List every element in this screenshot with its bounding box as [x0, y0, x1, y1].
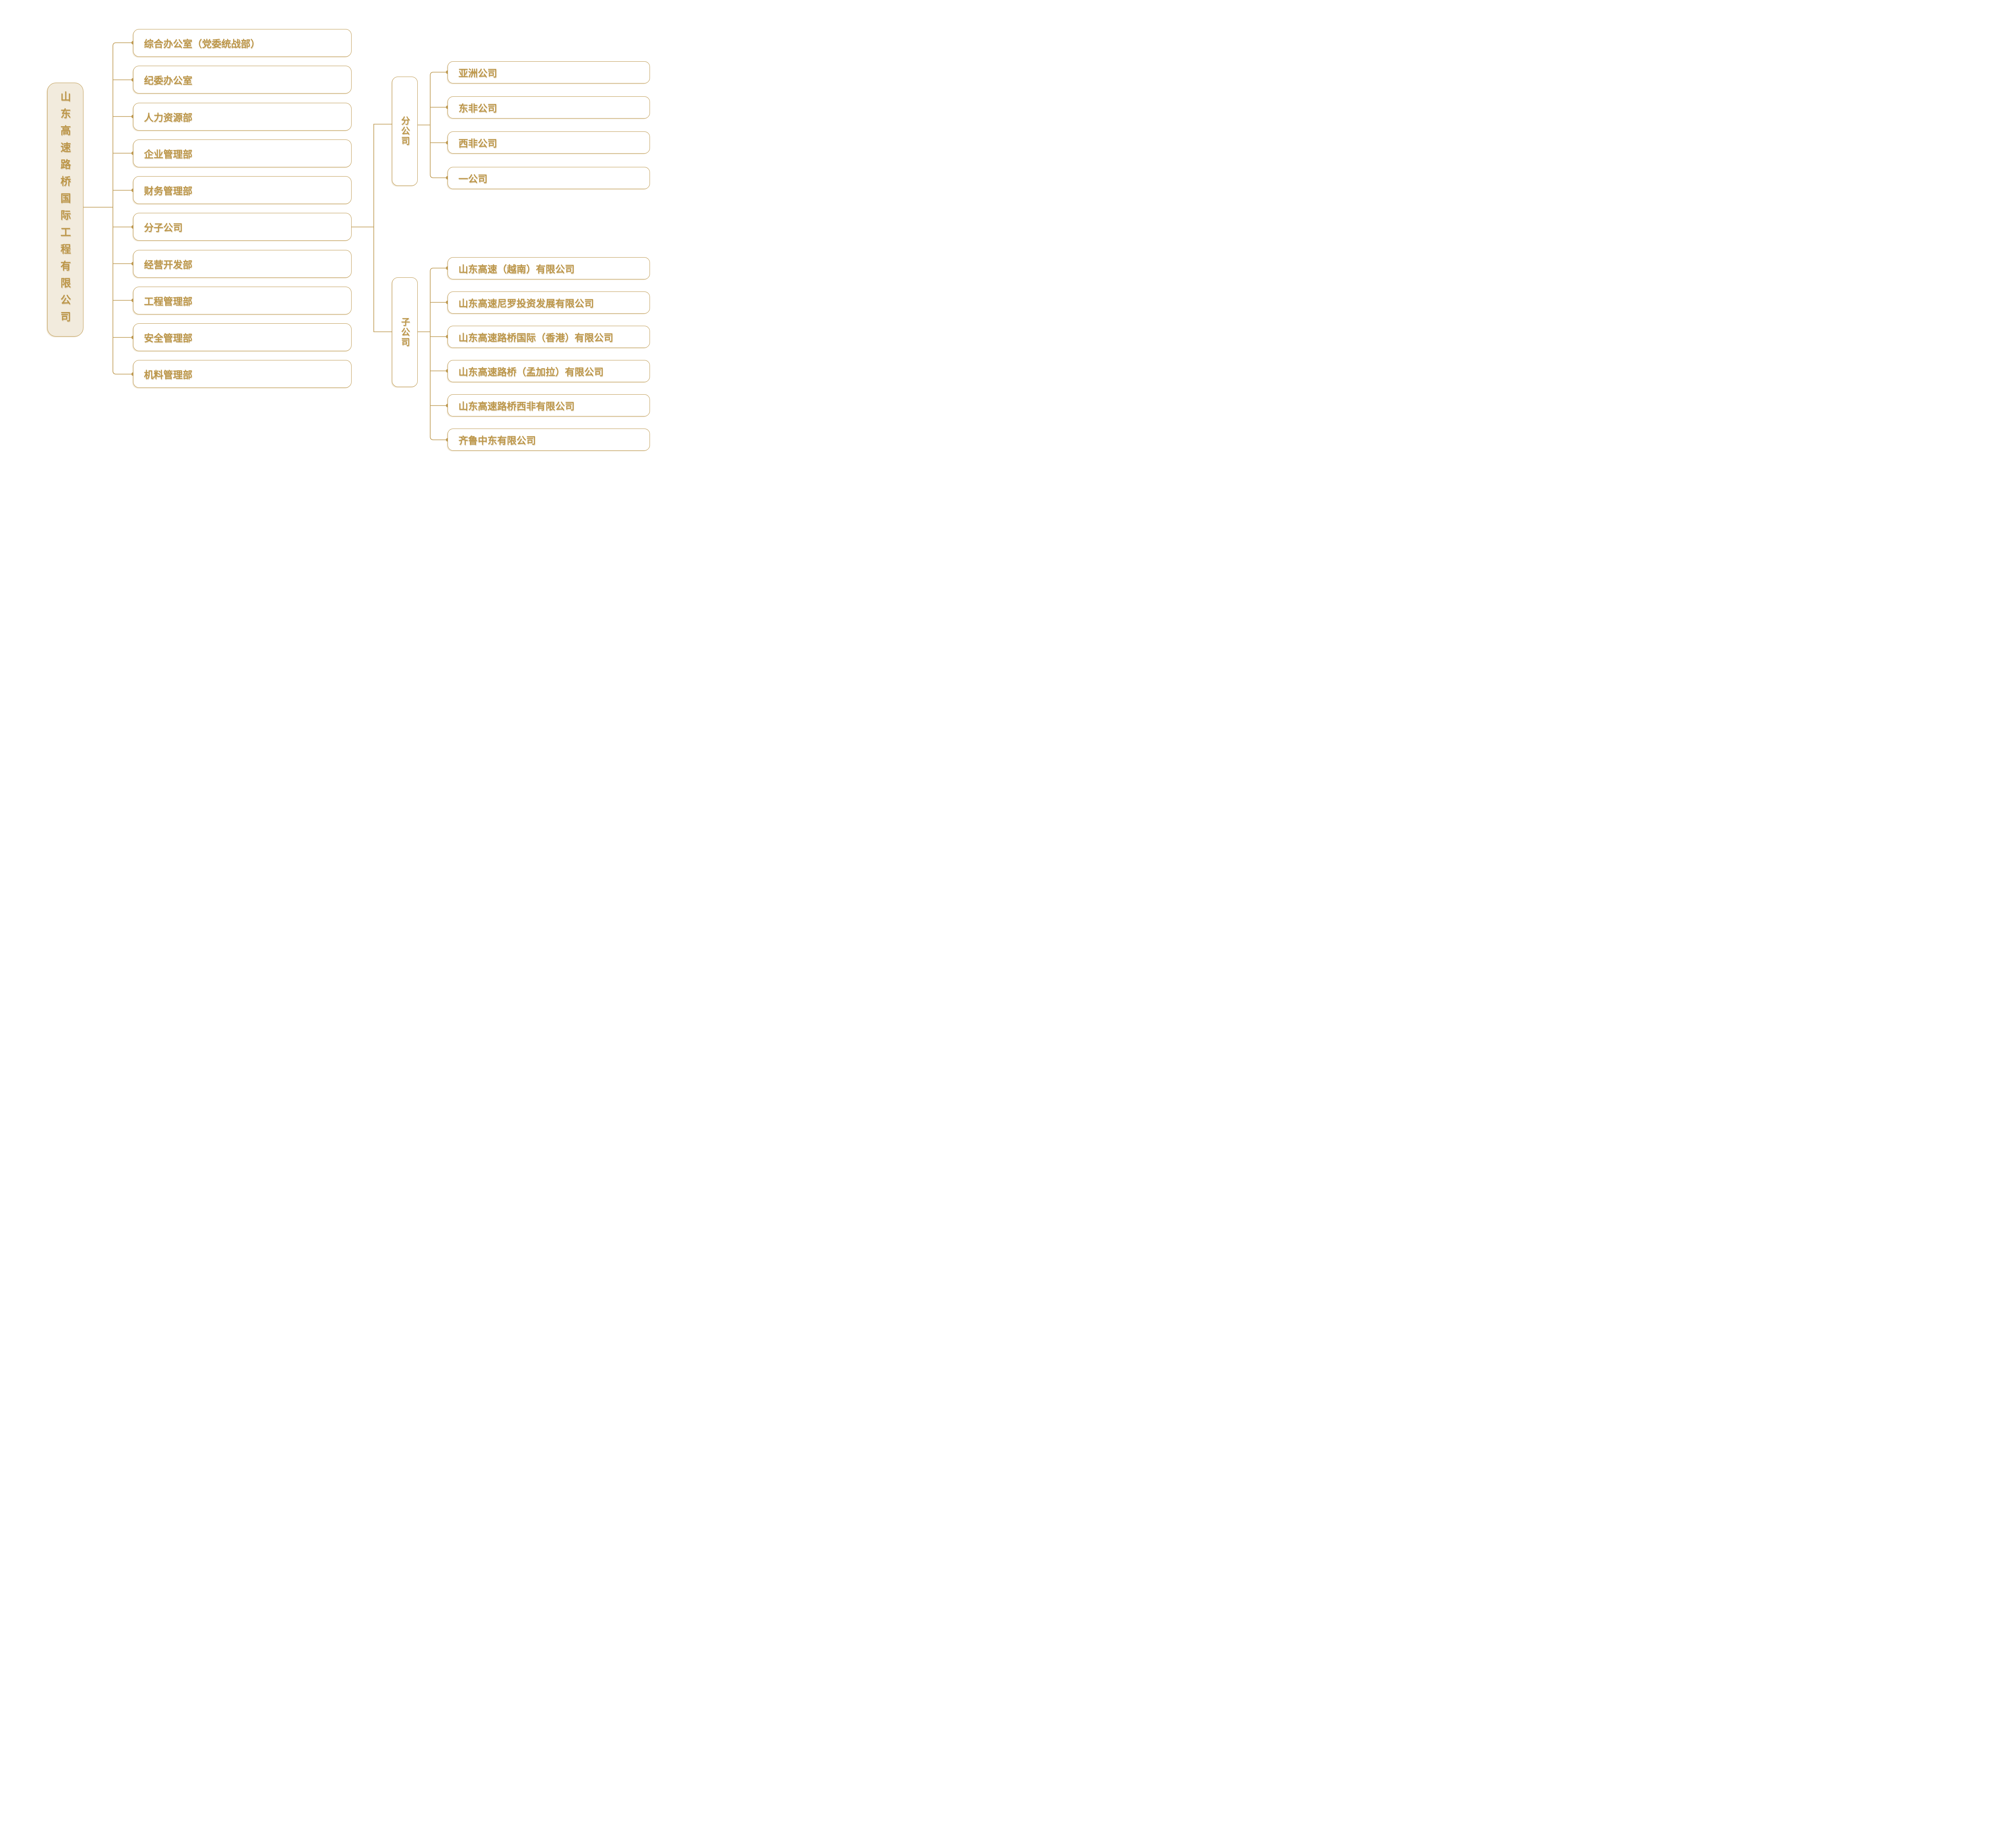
- root-company-box: 山东高速路桥国际工程有限公司: [47, 83, 83, 337]
- dept-box-general-office: 综合办公室（党委统战部）: [133, 29, 352, 57]
- subsidiary-box-west-africa: 山东高速路桥西非有限公司: [448, 394, 650, 416]
- dept-label: 综合办公室（党委统战部）: [144, 39, 260, 50]
- dept-box-enterprise-management: 企业管理部: [133, 139, 352, 167]
- branch-companies-group-box: 分公司: [392, 77, 418, 186]
- dept-box-machinery-materials: 机料管理部: [133, 360, 352, 388]
- subsidiary-label: 山东高速（越南）有限公司: [458, 264, 575, 275]
- subsidiary-box-hongkong: 山东高速路桥国际（香港）有限公司: [448, 326, 650, 348]
- subsidiary-companies-group-box: 子公司: [392, 277, 418, 387]
- dept-box-safety-management: 安全管理部: [133, 323, 352, 351]
- subsidiary-box-qilu-middle-east: 齐鲁中东有限公司: [448, 429, 650, 451]
- branch-label: 东非公司: [458, 103, 497, 114]
- dept-label: 纪委办公室: [144, 75, 192, 86]
- branch-label: 西非公司: [458, 138, 497, 149]
- branch-label: 一公司: [458, 174, 487, 185]
- dept-label: 工程管理部: [144, 296, 192, 307]
- branch-box-west-africa: 西非公司: [448, 131, 650, 154]
- subsidiary-companies-group-label: 子公司: [400, 317, 410, 348]
- dept-box-engineering-management: 工程管理部: [133, 287, 352, 314]
- dept-label: 安全管理部: [144, 333, 192, 344]
- subsidiary-box-vietnam: 山东高速（越南）有限公司: [448, 257, 650, 279]
- branch-box-no1: 一公司: [448, 167, 650, 189]
- dept-label: 人力资源部: [144, 112, 192, 123]
- subsidiary-label: 齐鲁中东有限公司: [458, 435, 536, 446]
- branch-label: 亚洲公司: [458, 68, 497, 79]
- dept-label: 机料管理部: [144, 370, 192, 381]
- branch-box-east-africa: 东非公司: [448, 96, 650, 119]
- dept-label: 分子公司: [144, 223, 183, 233]
- dept-label: 财务管理部: [144, 186, 192, 197]
- org-chart: 山东高速路桥国际工程有限公司 综合办公室（党委统战部） 纪委办公室 人力资源部 …: [0, 0, 689, 462]
- subsidiary-box-bangladesh: 山东高速路桥（孟加拉）有限公司: [448, 360, 650, 382]
- branch-companies-group-label: 分公司: [400, 116, 410, 146]
- dept-label: 经营开发部: [144, 260, 192, 271]
- subsidiary-label: 山东高速路桥西非有限公司: [458, 401, 575, 412]
- branch-box-asia: 亚洲公司: [448, 61, 650, 83]
- dept-box-business-development: 经营开发部: [133, 250, 352, 278]
- dept-box-subsidiaries-branches: 分子公司: [133, 213, 352, 241]
- root-company-label: 山东高速路桥国际工程有限公司: [59, 91, 71, 328]
- subsidiary-label: 山东高速路桥国际（香港）有限公司: [458, 333, 613, 343]
- dept-label: 企业管理部: [144, 149, 192, 160]
- subsidiary-label: 山东高速尼罗投资发展有限公司: [458, 298, 594, 309]
- dept-box-finance-management: 财务管理部: [133, 176, 352, 204]
- dept-box-human-resources: 人力资源部: [133, 103, 352, 131]
- subsidiary-label: 山东高速路桥（孟加拉）有限公司: [458, 367, 604, 378]
- dept-box-discipline-office: 纪委办公室: [133, 66, 352, 94]
- subsidiary-box-nile: 山东高速尼罗投资发展有限公司: [448, 291, 650, 314]
